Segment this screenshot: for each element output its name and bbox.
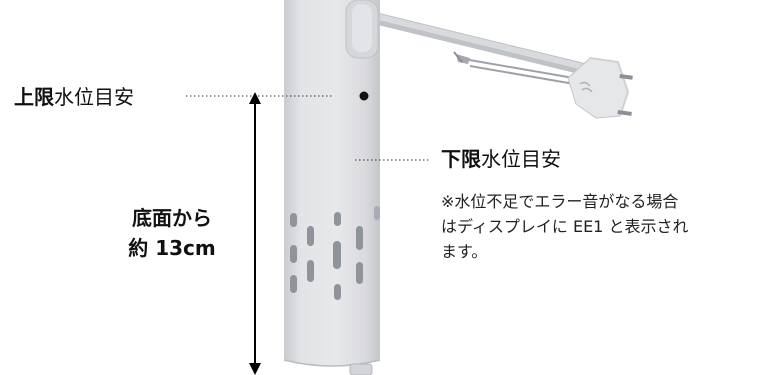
upper-limit-text: 水位目安 bbox=[54, 85, 134, 109]
height-label-line1: 底面から bbox=[132, 206, 212, 230]
lower-limit-label: 下限水位目安 bbox=[441, 146, 561, 172]
note-line: はディスプレイに EE1 と表示され bbox=[441, 217, 689, 236]
sensor-wires bbox=[453, 51, 587, 87]
device-body bbox=[283, 0, 381, 375]
lower-limit-text: 水位目安 bbox=[481, 147, 561, 171]
dot-marker-icon bbox=[359, 91, 369, 101]
upper-limit-bold: 上限 bbox=[14, 85, 54, 109]
power-cable bbox=[344, 6, 594, 76]
error-note: ※水位不足でエラー音がなる場合 はディスプレイに EE1 と表示され ます。 bbox=[441, 189, 756, 264]
height-label-line2: 約 13cm bbox=[128, 236, 216, 260]
power-plug-icon bbox=[567, 57, 633, 119]
water-slots bbox=[290, 212, 363, 300]
note-line: ます。 bbox=[441, 242, 488, 261]
upper-limit-label: 上限水位目安 bbox=[14, 84, 134, 110]
lower-limit-bold: 下限 bbox=[441, 147, 481, 171]
double-arrow-icon bbox=[249, 92, 261, 375]
note-line: ※水位不足でエラー音がなる場合 bbox=[441, 192, 679, 211]
height-label: 底面から 約 13cm bbox=[104, 203, 240, 263]
